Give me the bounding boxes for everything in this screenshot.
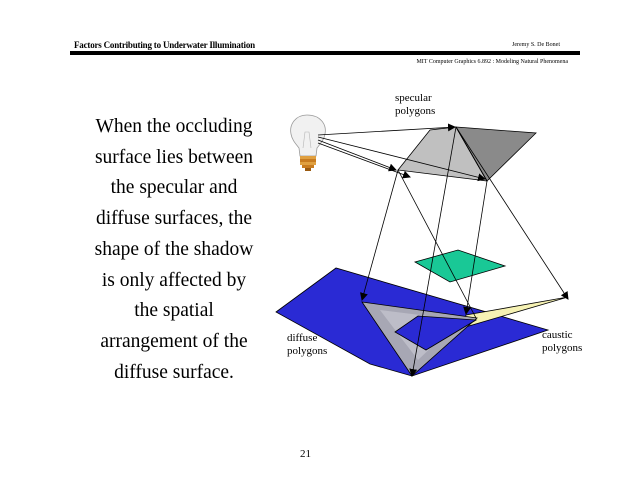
label-line: specular [395, 92, 432, 104]
label-line: polygons [395, 105, 436, 117]
body-line: diffuse surfaces, the [95, 208, 253, 230]
body-line: the specular and [110, 177, 238, 199]
header-title: Factors Contributing to Underwater Illum… [74, 40, 255, 50]
body-line: the spatial [134, 300, 214, 322]
header-rule [70, 51, 580, 55]
body-text: When the occluding surface lies between … [66, 112, 282, 388]
body-line: When the occluding [95, 116, 253, 137]
label-line: diffuse [287, 332, 318, 344]
label-line: polygons [287, 345, 328, 357]
light-rays [317, 123, 486, 182]
diffuse-polygons-label: diffuse polygons [287, 332, 327, 358]
caustic-polygons-label: caustic polygons [542, 329, 582, 355]
shadowed-diffuse-polygon [394, 315, 478, 351]
occluding-surface [413, 249, 507, 283]
label-line: polygons [542, 342, 583, 354]
specular-polygons-label: specular polygons [395, 92, 435, 118]
label-line: caustic [542, 329, 573, 341]
reflected-rays [360, 126, 569, 377]
page-number: 21 [300, 448, 311, 460]
body-line: is only affected by [101, 269, 247, 291]
header-course: MIT Computer Graphics 6.892 : Modeling N… [416, 59, 568, 65]
body-line: diffuse surface. [114, 361, 234, 383]
light-bulb-icon [290, 114, 326, 171]
body-line: surface lies between [94, 146, 254, 168]
header-author: Jeremy S. De Bonet [512, 42, 560, 48]
body-line: arrangement of the [100, 330, 248, 352]
body-line: shape of the shadow [94, 238, 254, 260]
specular-edge [455, 126, 488, 182]
